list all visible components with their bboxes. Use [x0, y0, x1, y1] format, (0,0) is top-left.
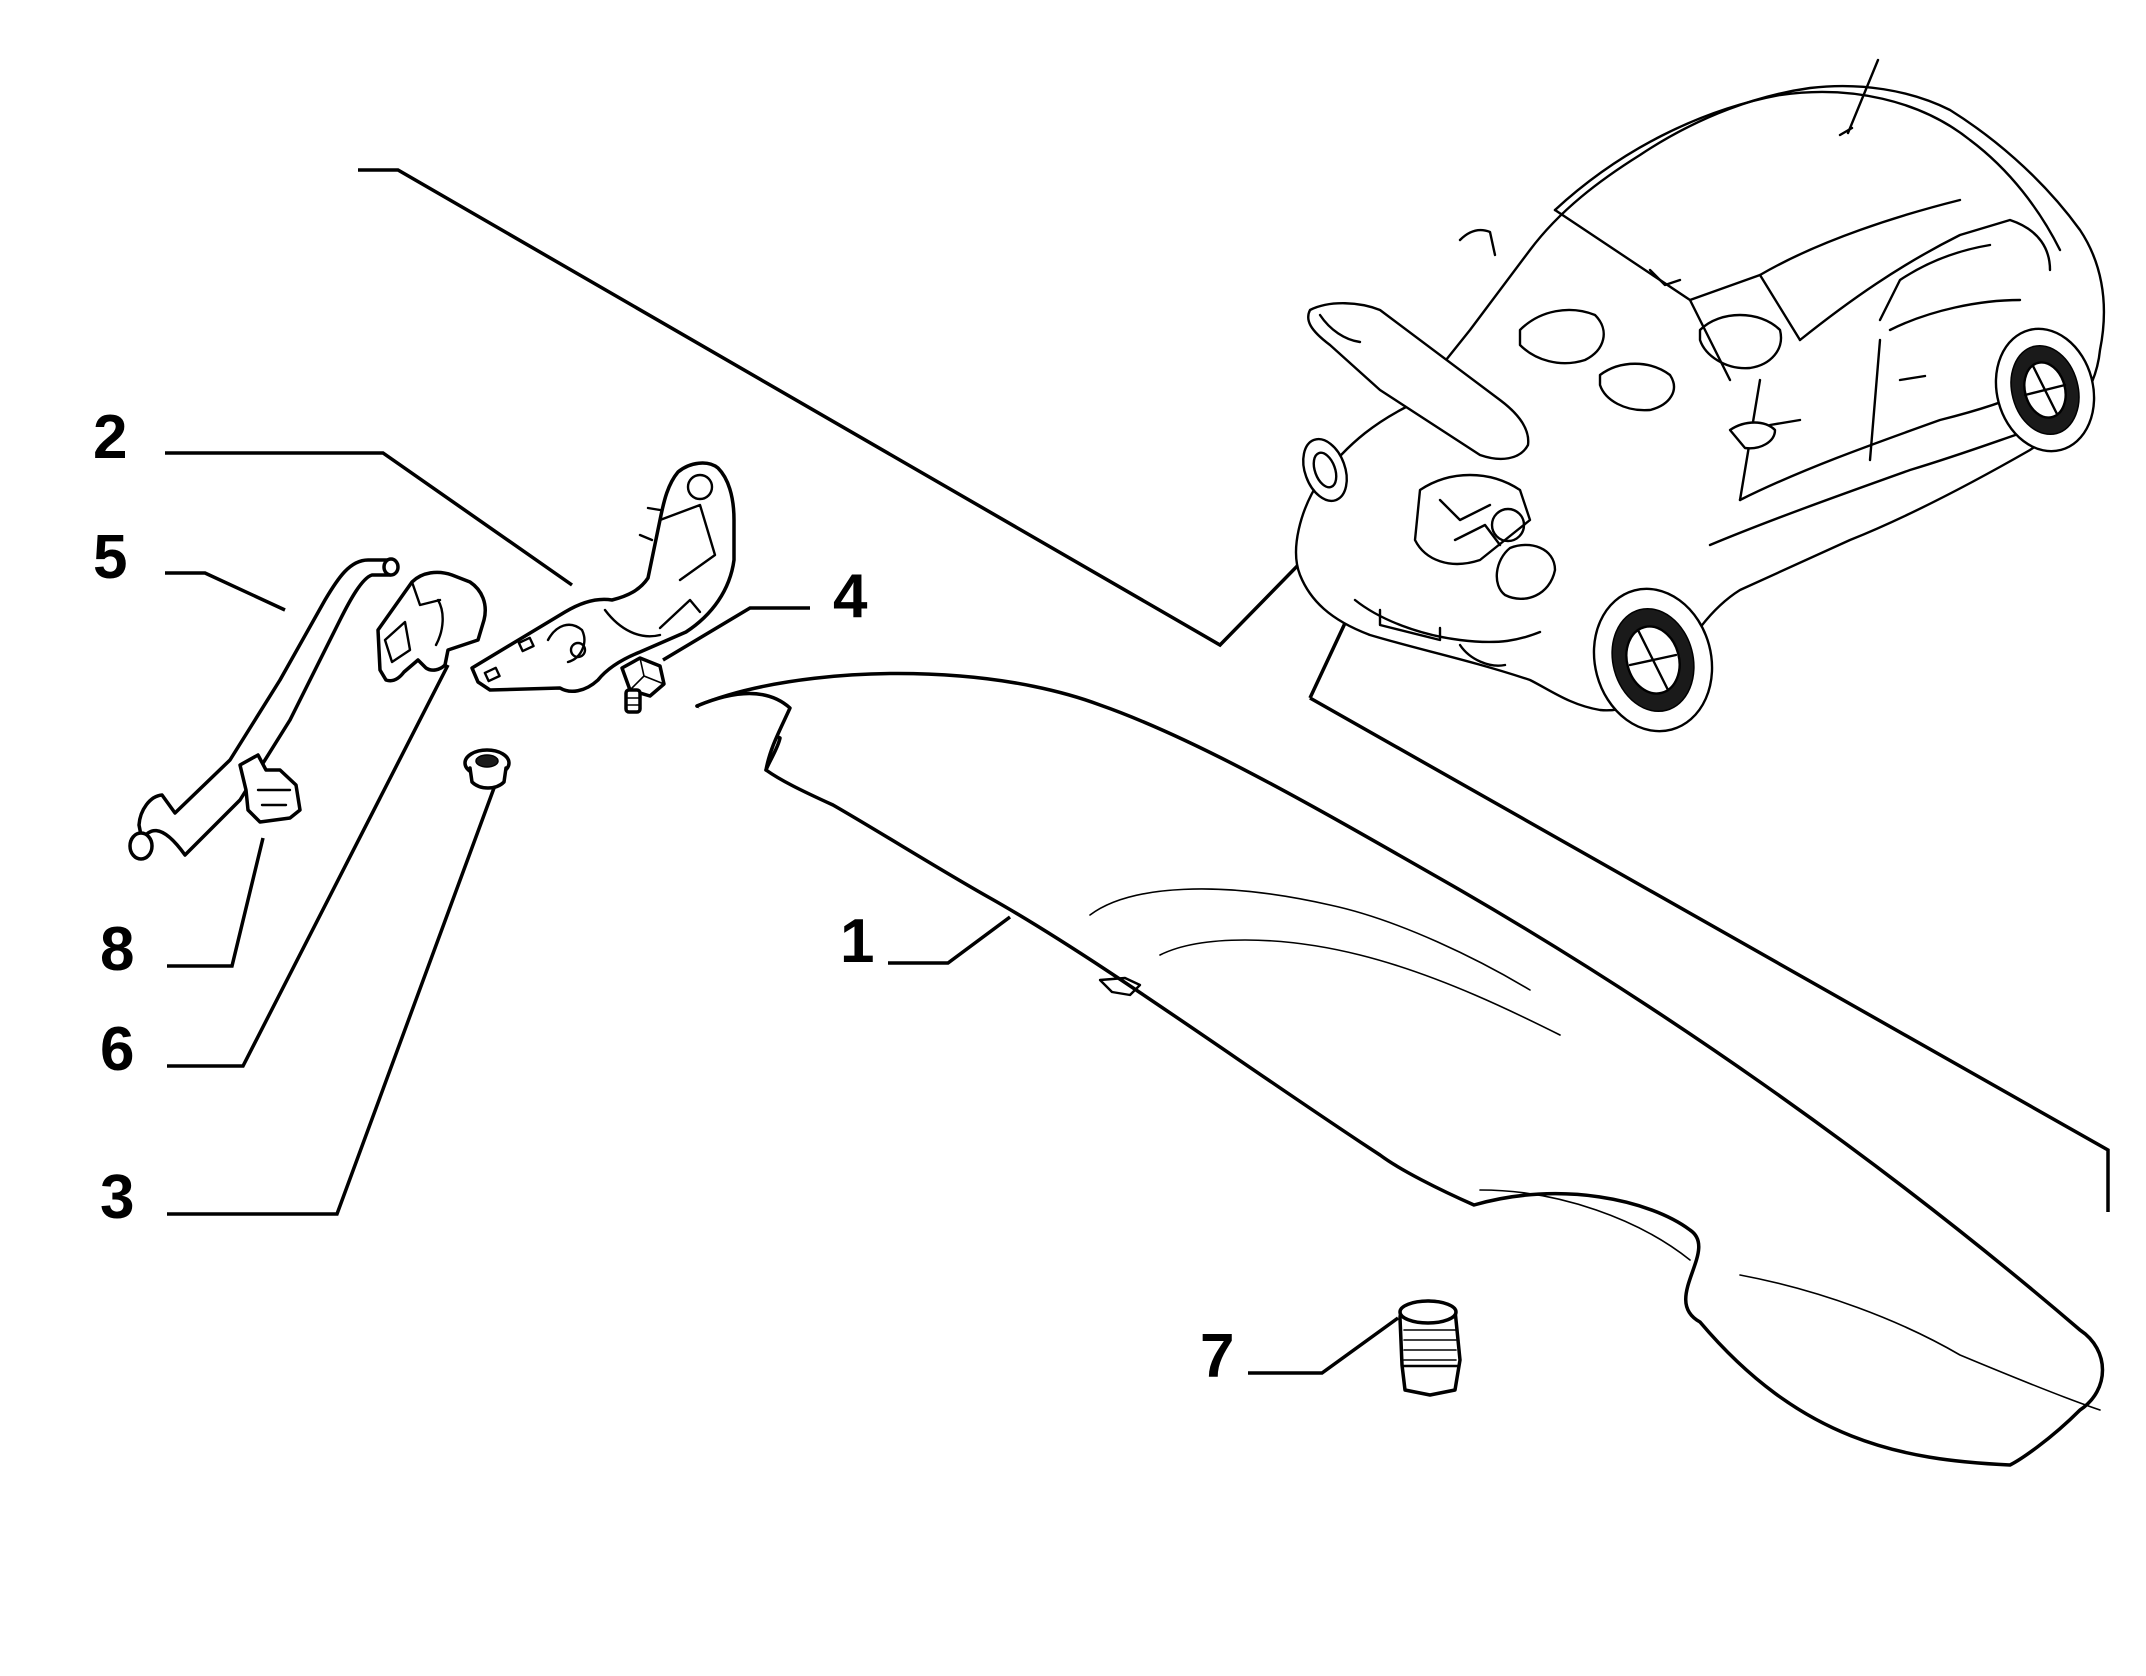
callout-label-5: 5	[93, 523, 127, 592]
car-open-hood-icon	[1294, 58, 2106, 733]
retaining-clip-icon	[238, 753, 302, 824]
callout-label-3: 3	[100, 1163, 134, 1232]
leader-line-7	[1248, 1316, 1400, 1375]
rubber-stop-icon	[1398, 1299, 1462, 1397]
callout-label-8: 8	[100, 915, 134, 984]
leader-line-8	[167, 837, 265, 968]
callout-label-2: 2	[93, 403, 127, 472]
callout-label-7: 7	[1200, 1322, 1234, 1391]
hood-prop-rod-icon	[128, 557, 400, 861]
leader-line-2	[165, 451, 574, 587]
callout-label-4: 4	[833, 562, 868, 631]
bolt-icon	[620, 656, 666, 714]
grommet-icon	[463, 748, 511, 790]
hood-bracket-line-right	[1309, 696, 2110, 1212]
leader-line-6	[167, 664, 450, 1068]
leader-line-4	[662, 606, 810, 662]
leader-line-3	[167, 787, 496, 1216]
hood-bracket-line-top	[358, 168, 1442, 648]
leader-line-5	[165, 571, 286, 612]
rod-bracket-icon	[376, 570, 487, 683]
hood-panel-icon	[695, 671, 2105, 1467]
callout-label-6: 6	[100, 1015, 134, 1084]
hood-hinge-icon	[470, 461, 736, 694]
callout-label-1: 1	[840, 907, 874, 976]
leader-line-1	[888, 915, 1012, 965]
